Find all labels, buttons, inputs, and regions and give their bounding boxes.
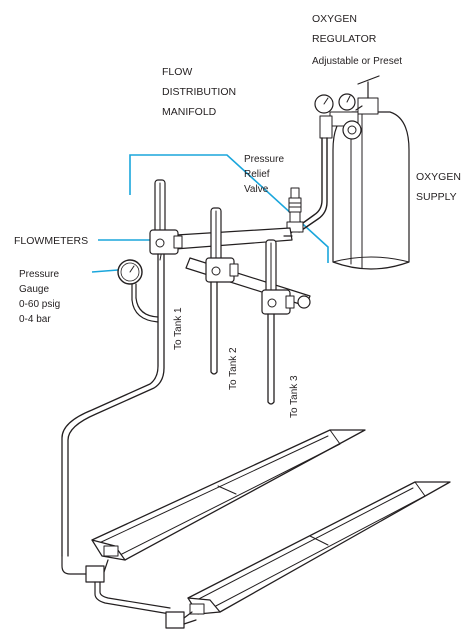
tank1-tube-label: To Tank 1 [173, 307, 184, 350]
tank-fittings [61, 555, 197, 629]
manifold-callout [129, 154, 329, 263]
tank-2 [187, 481, 451, 615]
regulator-label-line2: REGULATOR [312, 33, 377, 45]
manifold-label-line1: FLOW [162, 66, 192, 78]
relief-valve-label-line1: Pressure [244, 154, 284, 165]
tank3-tube-label: To Tank 3 [289, 375, 300, 418]
supply-label-line1: OXYGEN [416, 171, 461, 183]
oxygen-regulator [314, 75, 380, 140]
tank2-tube-label: To Tank 2 [228, 347, 239, 390]
pressure-gauge [117, 259, 159, 323]
supply-label-line2: SUPPLY [416, 191, 457, 203]
tank-1 [91, 429, 366, 561]
regulator-label-line1: OXYGEN [312, 13, 357, 25]
flowmeter-2 [205, 207, 239, 283]
flowmeter-1 [149, 179, 183, 255]
callout-lines [91, 154, 329, 273]
gauge-label-line1: Pressure [19, 269, 59, 280]
relief-valve-label-line2: Relief [244, 169, 270, 180]
outlet-tubes [61, 253, 275, 557]
pressure-relief-valve [286, 187, 304, 233]
flowmeter-3 [261, 239, 295, 315]
supply-hose [289, 137, 328, 235]
gauge-label-line2: Gauge [19, 284, 49, 295]
manifold-label-line2: DISTRIBUTION [162, 86, 236, 98]
gauge-label-line4: 0-4 bar [19, 314, 51, 325]
regulator-label-line3: Adjustable or Preset [312, 56, 402, 67]
relief-valve-label-line3: Valve [244, 184, 269, 195]
flowmeters-label: FLOWMETERS [14, 235, 88, 247]
gauge-label-line3: 0-60 psig [19, 299, 60, 310]
gauge-callout [91, 269, 119, 273]
manifold-label-line3: MANIFOLD [162, 106, 217, 118]
